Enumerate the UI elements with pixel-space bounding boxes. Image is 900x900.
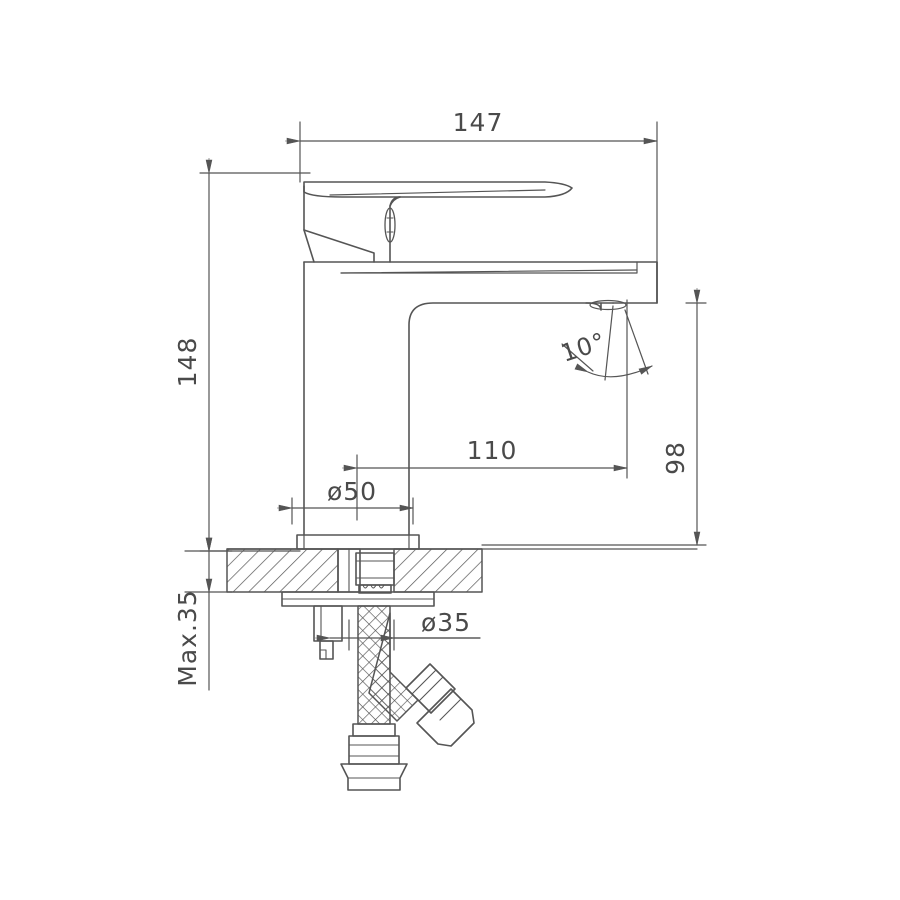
mounting-stud (337, 548, 395, 594)
spout-outlet (408, 299, 627, 536)
dimension-label-98: 98 (661, 441, 690, 475)
dimension-angle-10 (561, 305, 653, 381)
base-escutcheon (296, 534, 420, 550)
dimension-98 (481, 288, 707, 546)
dimension-label-d35: ø35 (421, 608, 471, 637)
clamp-plate (281, 591, 435, 607)
dimension-148 (199, 158, 311, 552)
fixing-bolt (313, 605, 343, 660)
dimension-label-max35: Max.35 (173, 589, 202, 686)
braided-hose-angled (368, 612, 475, 747)
dimension-label-147: 147 (453, 108, 504, 137)
dimension-label-148: 148 (173, 337, 202, 388)
handle-neck (303, 185, 401, 263)
dimension-max35 (184, 536, 233, 691)
dimension-label-d50: ø50 (327, 477, 377, 506)
countertop-hatched (226, 548, 698, 593)
dimension-label-110: 110 (467, 436, 518, 465)
dimension-d35 (315, 619, 481, 651)
faucet-body (303, 261, 658, 536)
dimension-d50 (277, 497, 414, 525)
lever-handle (303, 181, 573, 198)
dimension-147 (285, 121, 658, 263)
dimension-label-angle-10: 10° (558, 327, 610, 368)
